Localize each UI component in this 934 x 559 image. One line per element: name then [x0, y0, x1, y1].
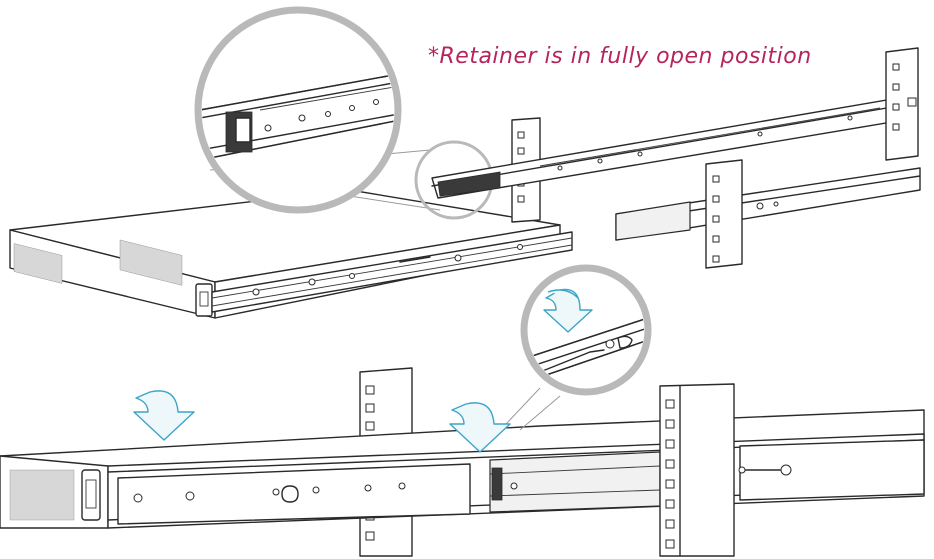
rack-post-mid-right	[705, 159, 743, 269]
latch-detail-magnifier	[520, 264, 652, 396]
chassis-vent-grille	[13, 239, 183, 286]
inner-rail-bottom	[107, 433, 925, 529]
rail-detail-magnifier	[194, 6, 402, 214]
push-down-arrow-icon	[449, 402, 511, 453]
push-down-arrow-icon	[543, 288, 593, 333]
inner-rail-top	[211, 231, 573, 313]
rack-post-rear-top	[885, 47, 919, 161]
push-down-arrow-icon	[133, 390, 195, 441]
retainer-position-note: *Retainer is in fully open position	[428, 44, 812, 69]
outer-rail-right	[615, 167, 921, 241]
magnifier-cone-bottom	[505, 387, 561, 431]
rack-post-right-bottom	[659, 383, 735, 557]
